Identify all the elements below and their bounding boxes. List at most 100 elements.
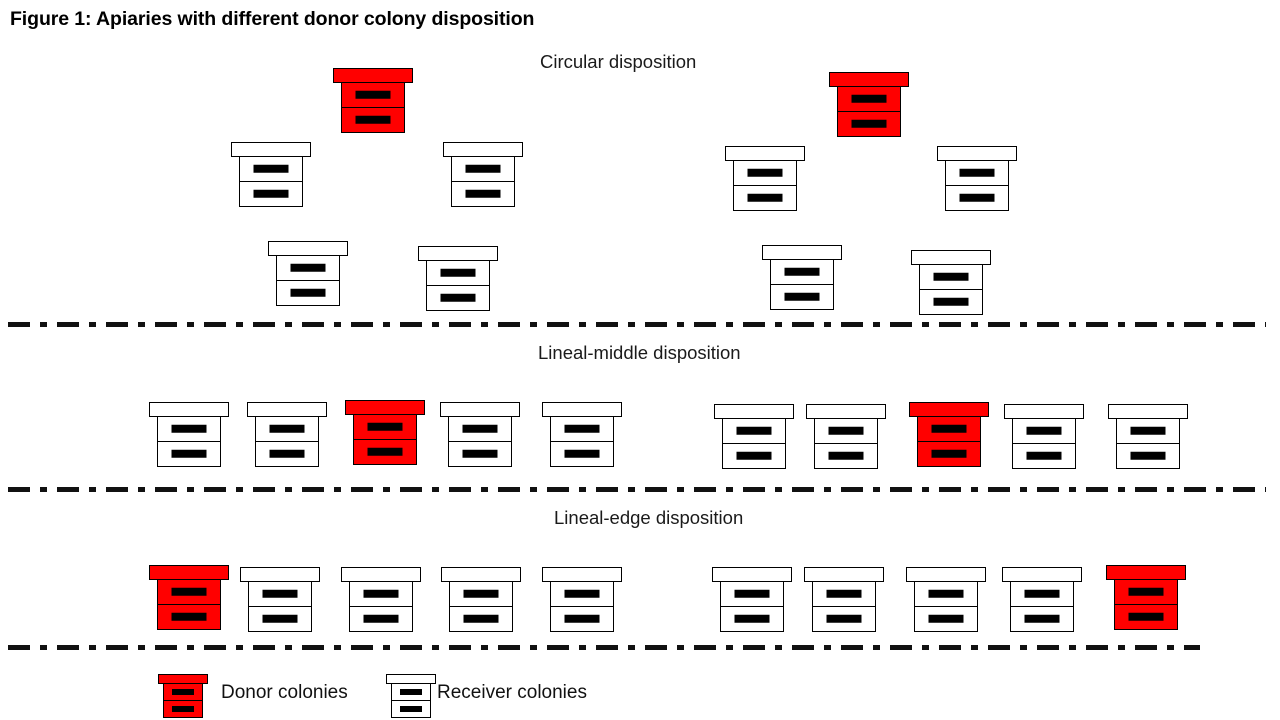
hive-lid bbox=[240, 567, 320, 582]
hive-entrance-slot bbox=[400, 688, 422, 695]
hive-box-lower bbox=[771, 285, 833, 310]
hive-body bbox=[276, 256, 340, 306]
section-divider-1 bbox=[8, 322, 1266, 327]
hive-entrance-slot bbox=[269, 449, 305, 458]
hive-entrance-slot bbox=[851, 119, 887, 128]
hive-entrance-slot bbox=[851, 94, 887, 103]
legend-label-receiver: Receiver colonies bbox=[437, 682, 587, 703]
hive-lid bbox=[1106, 565, 1186, 580]
hive-entrance-slot bbox=[463, 614, 499, 623]
hive-body bbox=[550, 582, 614, 632]
hive-box-lower bbox=[946, 186, 1008, 211]
hive-entrance-slot bbox=[1024, 589, 1060, 598]
hive-box-upper bbox=[734, 161, 796, 186]
hive-donor-lineal-edge-left-1[interactable] bbox=[149, 565, 229, 630]
hive-box-upper bbox=[452, 157, 514, 182]
hive-lid bbox=[542, 567, 622, 582]
hive-box-lower bbox=[158, 442, 220, 467]
hive-donor-lineal-edge-right-5[interactable] bbox=[1106, 565, 1186, 630]
hive-receiver-circular-right-5[interactable] bbox=[911, 250, 991, 315]
hive-receiver-circular-right-3[interactable] bbox=[937, 146, 1017, 211]
hive-box-lower bbox=[450, 607, 512, 632]
hive-box-upper bbox=[449, 417, 511, 442]
hive-body bbox=[239, 157, 303, 207]
hive-entrance-slot bbox=[1026, 451, 1062, 460]
hive-entrance-slot bbox=[564, 614, 600, 623]
hive-entrance-slot bbox=[440, 293, 476, 302]
hive-lid bbox=[911, 250, 991, 265]
hive-receiver-circular-left-2[interactable] bbox=[231, 142, 311, 207]
legend-swatch-donor bbox=[158, 674, 208, 718]
hive-entrance-slot bbox=[463, 589, 499, 598]
hive-lid bbox=[333, 68, 413, 83]
hive-body bbox=[770, 260, 834, 310]
hive-lid bbox=[441, 567, 521, 582]
hive-receiver-circular-left-5[interactable] bbox=[418, 246, 498, 311]
hive-receiver-lineal-middle-right-1[interactable] bbox=[714, 404, 794, 469]
hive-body bbox=[451, 157, 515, 207]
hive-entrance-slot bbox=[1130, 426, 1166, 435]
hive-lid bbox=[712, 567, 792, 582]
hive-entrance-slot bbox=[355, 115, 391, 124]
hive-receiver-lineal-edge-left-3[interactable] bbox=[341, 567, 421, 632]
hive-box-lower bbox=[342, 108, 404, 133]
hive-box-lower bbox=[452, 182, 514, 207]
section-label-lineal-edge: Lineal-edge disposition bbox=[554, 507, 744, 528]
hive-receiver-lineal-edge-right-1[interactable] bbox=[712, 567, 792, 632]
hive-body bbox=[449, 582, 513, 632]
hive-box-upper bbox=[450, 582, 512, 607]
hive-entrance-slot bbox=[172, 688, 194, 695]
section-label-lineal-middle: Lineal-middle disposition bbox=[538, 342, 741, 363]
hive-lid bbox=[909, 402, 989, 417]
hive-receiver-lineal-middle-right-2[interactable] bbox=[806, 404, 886, 469]
hive-receiver-lineal-middle-left-5[interactable] bbox=[542, 402, 622, 467]
hive-box-lower bbox=[734, 186, 796, 211]
hive-receiver-lineal-middle-right-4[interactable] bbox=[1004, 404, 1084, 469]
hive-body bbox=[733, 161, 797, 211]
hive-receiver-circular-right-2[interactable] bbox=[725, 146, 805, 211]
hive-donor-circular-left-1[interactable] bbox=[333, 68, 413, 133]
hive-receiver-lineal-edge-left-4[interactable] bbox=[441, 567, 521, 632]
hive-box-upper bbox=[164, 684, 202, 701]
hive-receiver-lineal-edge-right-4[interactable] bbox=[1002, 567, 1082, 632]
hive-receiver-lineal-middle-left-2[interactable] bbox=[247, 402, 327, 467]
hive-entrance-slot bbox=[440, 268, 476, 277]
hive-lid bbox=[725, 146, 805, 161]
hive-entrance-slot bbox=[1130, 451, 1166, 460]
hive-entrance-slot bbox=[734, 589, 770, 598]
hive-lid bbox=[149, 565, 229, 580]
hive-body bbox=[448, 417, 512, 467]
hive-receiver-lineal-middle-right-5[interactable] bbox=[1108, 404, 1188, 469]
hive-entrance-slot bbox=[928, 589, 964, 598]
hive-receiver-circular-left-3[interactable] bbox=[443, 142, 523, 207]
hive-entrance-slot bbox=[959, 193, 995, 202]
hive-receiver-lineal-edge-right-2[interactable] bbox=[804, 567, 884, 632]
hive-lid bbox=[937, 146, 1017, 161]
hive-body bbox=[919, 265, 983, 315]
hive-entrance-slot bbox=[826, 589, 862, 598]
hive-entrance-slot bbox=[564, 449, 600, 458]
hive-donor-lineal-middle-left-3[interactable] bbox=[345, 400, 425, 465]
hive-entrance-slot bbox=[171, 587, 207, 596]
hive-box-lower bbox=[392, 701, 430, 718]
hive-box-upper bbox=[551, 417, 613, 442]
hive-box-lower bbox=[354, 440, 416, 465]
hive-receiver-lineal-middle-left-4[interactable] bbox=[440, 402, 520, 467]
hive-entrance-slot bbox=[828, 426, 864, 435]
hive-receiver-lineal-edge-right-3[interactable] bbox=[906, 567, 986, 632]
hive-receiver-lineal-edge-left-2[interactable] bbox=[240, 567, 320, 632]
hive-entrance-slot bbox=[1128, 587, 1164, 596]
hive-donor-lineal-middle-right-3[interactable] bbox=[909, 402, 989, 467]
hive-donor-circular-right-1[interactable] bbox=[829, 72, 909, 137]
hive-entrance-slot bbox=[734, 614, 770, 623]
hive-box-upper bbox=[1117, 419, 1179, 444]
hive-receiver-circular-right-4[interactable] bbox=[762, 245, 842, 310]
hive-box-lower bbox=[723, 444, 785, 469]
hive-receiver-circular-left-4[interactable] bbox=[268, 241, 348, 306]
hive-box-upper bbox=[838, 87, 900, 112]
hive-entrance-slot bbox=[465, 164, 501, 173]
hive-receiver-lineal-middle-left-1[interactable] bbox=[149, 402, 229, 467]
hive-entrance-slot bbox=[171, 449, 207, 458]
hive-receiver-lineal-edge-left-5[interactable] bbox=[542, 567, 622, 632]
